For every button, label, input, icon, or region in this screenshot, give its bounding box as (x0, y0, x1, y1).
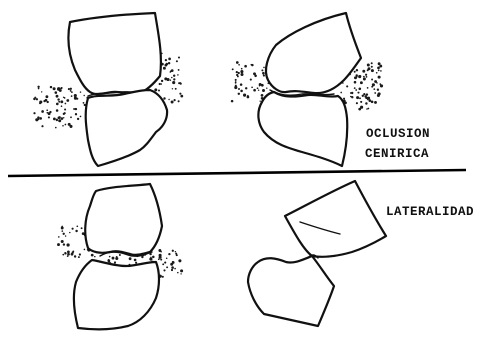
bottom-right-upper-tooth (285, 181, 386, 257)
bottom-left-lower-tooth (74, 260, 159, 329)
top-left-upper-tooth (68, 13, 161, 94)
top-right-lower-tooth (258, 92, 347, 166)
top-left-lower-tooth (86, 90, 167, 166)
label-lateralidad: LATERALIDAD (386, 204, 474, 220)
bottom-right-tooth-pair (248, 181, 386, 326)
top-right-tooth-pair (231, 13, 383, 166)
top-left-tooth-pair (33, 13, 183, 166)
top-right-upper-tooth (266, 13, 361, 93)
label-oclusion-line1: OCLUSION (366, 126, 430, 142)
bottom-left-upper-tooth (85, 184, 162, 255)
divider-line (8, 170, 466, 176)
bottom-right-lower-tooth (248, 256, 334, 326)
bottom-left-tooth-pair (57, 184, 183, 329)
label-oclusion-line2: CENIRICA (365, 146, 429, 162)
